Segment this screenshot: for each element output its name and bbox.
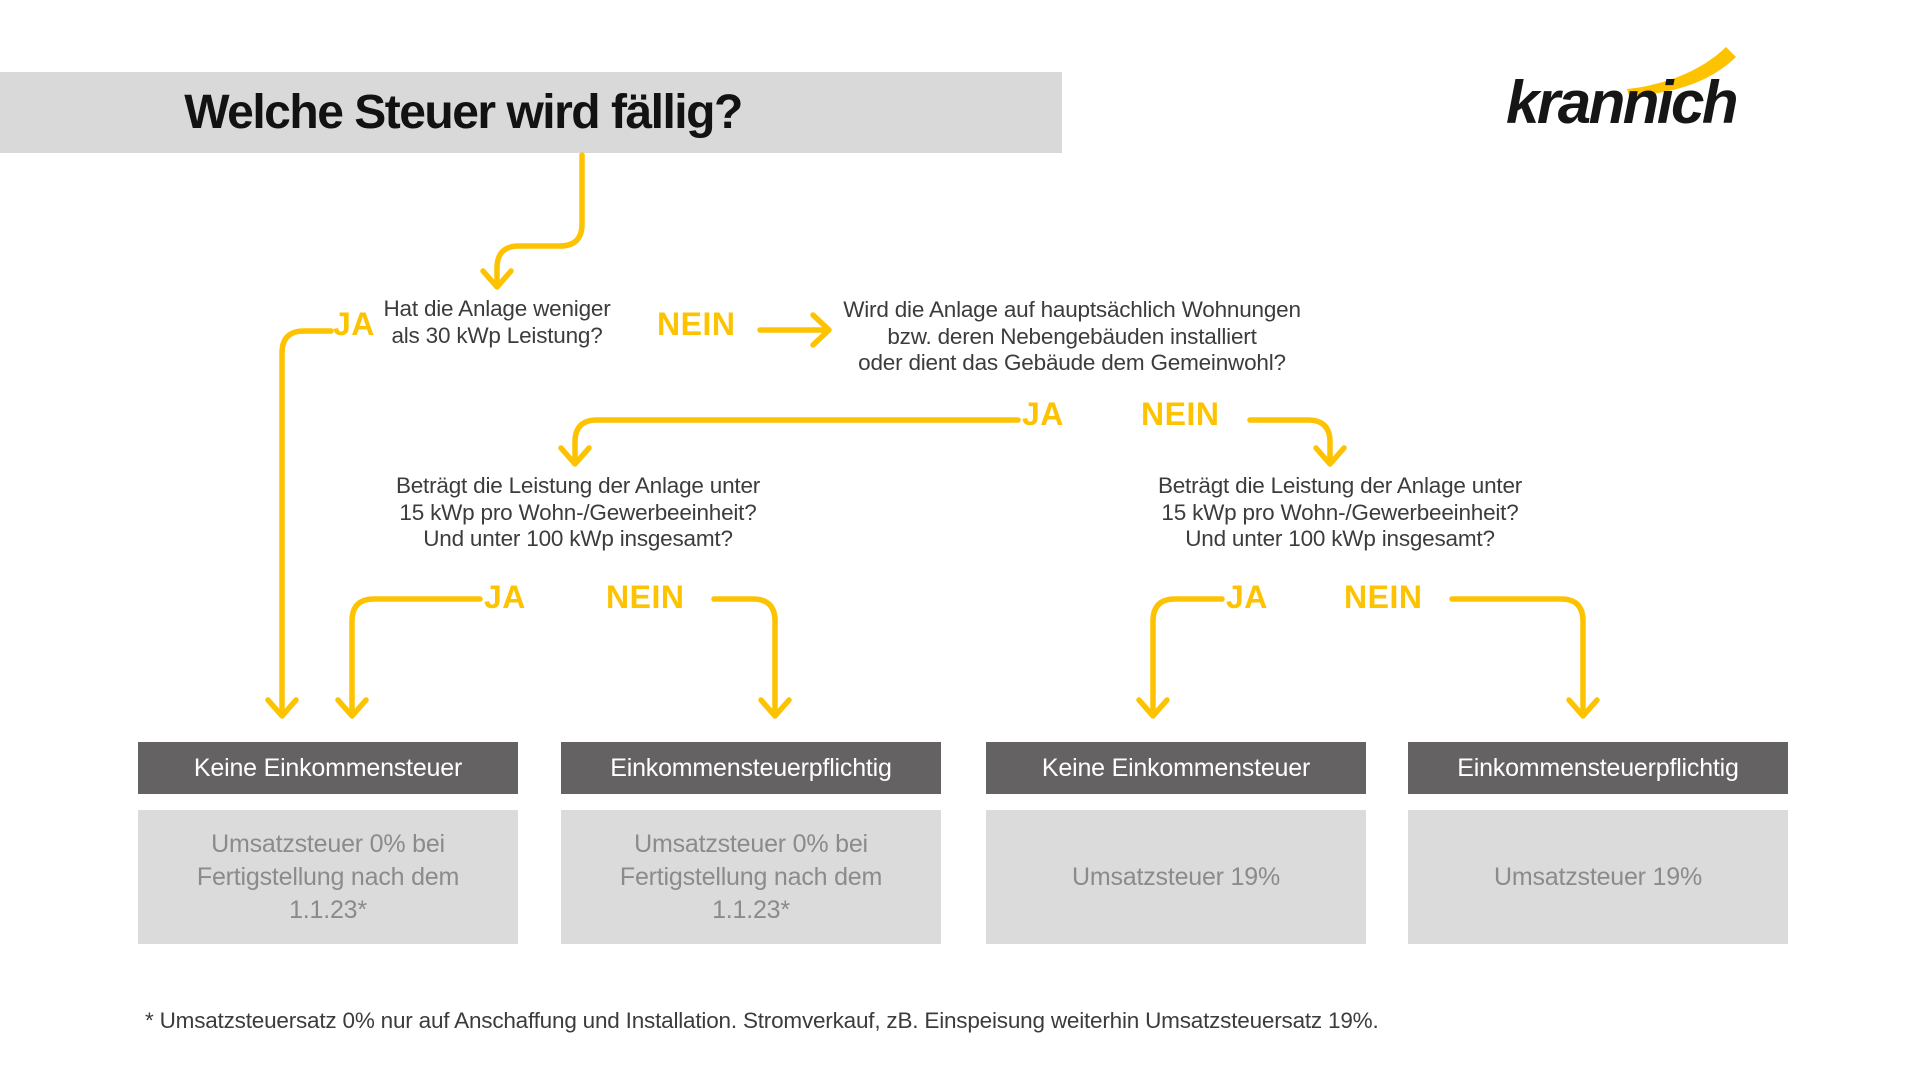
arrow-q2-yes-to-q3 — [558, 417, 1021, 467]
question-residential-or-public: Wird die Anlage auf hauptsächlich Wohnun… — [843, 297, 1301, 375]
result-header-income-taxable-1: Einkommensteuerpflichtig — [561, 742, 941, 794]
arrow-q1-no-to-q2 — [757, 312, 832, 348]
footnote-text: * Umsatzsteuersatz 0% nur auf Anschaffun… — [145, 1008, 1379, 1033]
label-q1-no: NEIN — [657, 306, 736, 342]
arrow-q2-no-to-q4 — [1247, 417, 1347, 467]
result-body-vat-19-percent-1: Umsatzsteuer 19% — [986, 810, 1366, 944]
label-q4-no: NEIN — [1344, 579, 1423, 615]
question-15kwp-per-unit-left: Beträgt die Leistung der Anlage unter 15… — [395, 473, 761, 551]
arrow-title-to-q1 — [480, 152, 585, 290]
question-15kwp-per-unit-right: Beträgt die Leistung der Anlage unter 15… — [1157, 473, 1523, 551]
label-q3-no: NEIN — [606, 579, 685, 615]
result-body-vat-19-percent-2: Umsatzsteuer 19% — [1408, 810, 1788, 944]
label-q4-yes: JA — [1226, 579, 1268, 615]
result-body-vat-0-percent-1: Umsatzsteuer 0% bei Fertigstellung nach … — [138, 810, 518, 944]
page-title: Welche Steuer wird fällig? — [184, 86, 743, 139]
result-body-vat-0-percent-2: Umsatzsteuer 0% bei Fertigstellung nach … — [561, 810, 941, 944]
label-q2-yes: JA — [1022, 396, 1064, 432]
arrow-q4-no-to-result4 — [1449, 596, 1600, 719]
logo-wordmark: krannich — [1506, 69, 1739, 136]
krannich-logo: krannich — [1498, 34, 1778, 154]
title-banner: Welche Steuer wird fällig? — [0, 72, 1062, 153]
label-q1-yes: JA — [333, 306, 375, 342]
question-under-30kwp: Hat die Anlage weniger als 30 kWp Leistu… — [383, 296, 611, 348]
label-q3-yes: JA — [484, 579, 526, 615]
arrow-q3-no-to-result2 — [711, 596, 792, 719]
result-header-no-income-tax-1: Keine Einkommensteuer — [138, 742, 518, 794]
logo-swoosh-icon — [1627, 47, 1736, 96]
arrow-q1-yes-to-result1 — [265, 328, 334, 719]
arrow-q3-yes-to-result1 — [335, 596, 483, 719]
result-header-no-income-tax-2: Keine Einkommensteuer — [986, 742, 1366, 794]
arrow-q4-yes-to-result3 — [1136, 596, 1225, 719]
label-q2-no: NEIN — [1141, 396, 1220, 432]
result-header-income-taxable-2: Einkommensteuerpflichtig — [1408, 742, 1788, 794]
